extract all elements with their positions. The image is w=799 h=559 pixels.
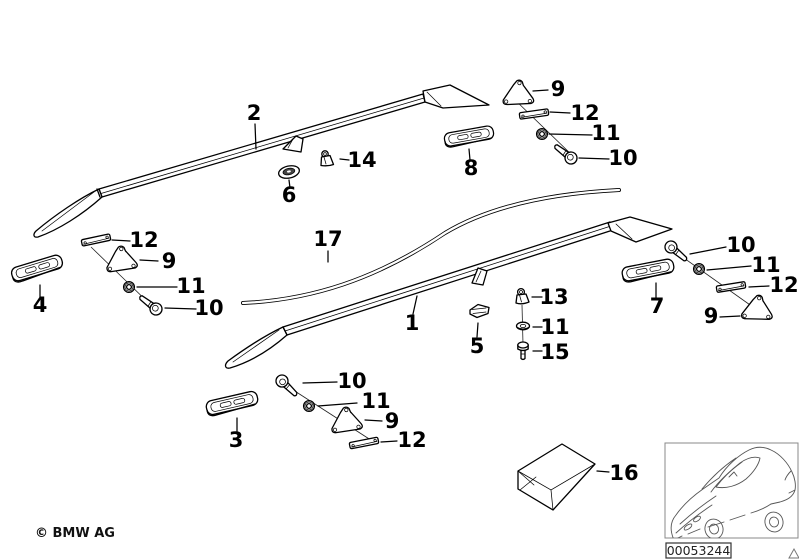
roof-trim-strip: [241, 188, 621, 305]
callout-rail-lower: 1: [405, 311, 420, 335]
callout-pad-7: 7: [650, 294, 665, 318]
callout-pad-8: 8: [464, 156, 479, 180]
callout-left-washer: 11: [176, 274, 205, 298]
callout-right-washer: 11: [751, 253, 780, 277]
bracket-right: [740, 292, 777, 324]
car-sketch: [670, 446, 796, 538]
callout-tr-bolt: 10: [608, 146, 637, 170]
wedge-clip-5: [469, 303, 490, 319]
clip-13: [515, 287, 530, 305]
callout-clip-13: 13: [539, 285, 568, 309]
washer-right: [692, 262, 706, 276]
bolt-left: [135, 291, 166, 319]
callout-grommet-6: 6: [282, 183, 297, 207]
callout-right-bolt: 10: [726, 233, 755, 257]
callout-left-strip: 12: [129, 228, 158, 252]
bolt-top-right: [550, 140, 581, 168]
lower-roof-rail: [224, 216, 673, 369]
upper-roof-rail: [33, 84, 490, 238]
carton-16: [517, 443, 596, 511]
mounting-pad-3: [204, 389, 260, 418]
bracket-top-right: [502, 78, 537, 108]
strip-bottom: [348, 436, 380, 450]
callout-left-bolt: 10: [194, 296, 223, 320]
callout-tr-bracket: 9: [551, 77, 566, 101]
grommet-6: [278, 165, 300, 179]
copyright-text: © BMW AG: [35, 526, 115, 541]
strip-top-right: [518, 108, 550, 120]
vehicle-thumbnail: [664, 442, 799, 539]
callout-pad-4: 4: [33, 293, 48, 317]
washer-bottom: [302, 399, 316, 413]
screw-15: [517, 341, 529, 361]
callout-bottom-washer: 11: [361, 389, 390, 413]
washer-top-right: [535, 127, 549, 141]
callout-washer-mid: 11: [540, 315, 569, 339]
callout-left-bracket: 9: [162, 249, 177, 273]
clip-14: [320, 150, 335, 167]
callout-carton-16: 16: [609, 461, 638, 485]
callout-tr-strip: 12: [570, 101, 599, 125]
callout-bottom-bolt: 10: [337, 369, 366, 393]
strip-right: [715, 280, 747, 294]
callout-bottom-strip: 12: [397, 428, 426, 452]
callout-right-bracket: 9: [704, 304, 719, 328]
callout-tr-washer: 11: [591, 121, 620, 145]
callout-bottom-bracket: 9: [385, 409, 400, 433]
plate-number-box: 00053244: [665, 542, 732, 559]
mounting-pad-7: [620, 257, 676, 284]
callout-clip-14: 14: [347, 148, 376, 172]
leader-lines: [39, 89, 770, 473]
callout-rail-upper: 2: [247, 101, 262, 125]
callout-labels: 2 9 12 11 10 14 6 8 12 9 11 10 4 17 1 13…: [33, 77, 799, 485]
strip-left: [80, 233, 112, 247]
mounting-pad-4: [9, 253, 65, 285]
callout-screw-15: 15: [540, 340, 569, 364]
bracket-bottom: [331, 406, 363, 434]
corner-triangle-icon: [788, 547, 799, 559]
washer-mid: [515, 321, 531, 331]
callout-trim-strip: 17: [313, 227, 342, 251]
callout-right-strip: 12: [769, 273, 798, 297]
plate-number-text: 00053244: [667, 543, 731, 558]
mounting-pad-8: [442, 124, 496, 149]
callout-pad-3: 3: [229, 428, 244, 452]
callout-wedge-5: 5: [470, 334, 485, 358]
washer-left: [122, 280, 136, 294]
bolt-bottom: [272, 371, 302, 401]
